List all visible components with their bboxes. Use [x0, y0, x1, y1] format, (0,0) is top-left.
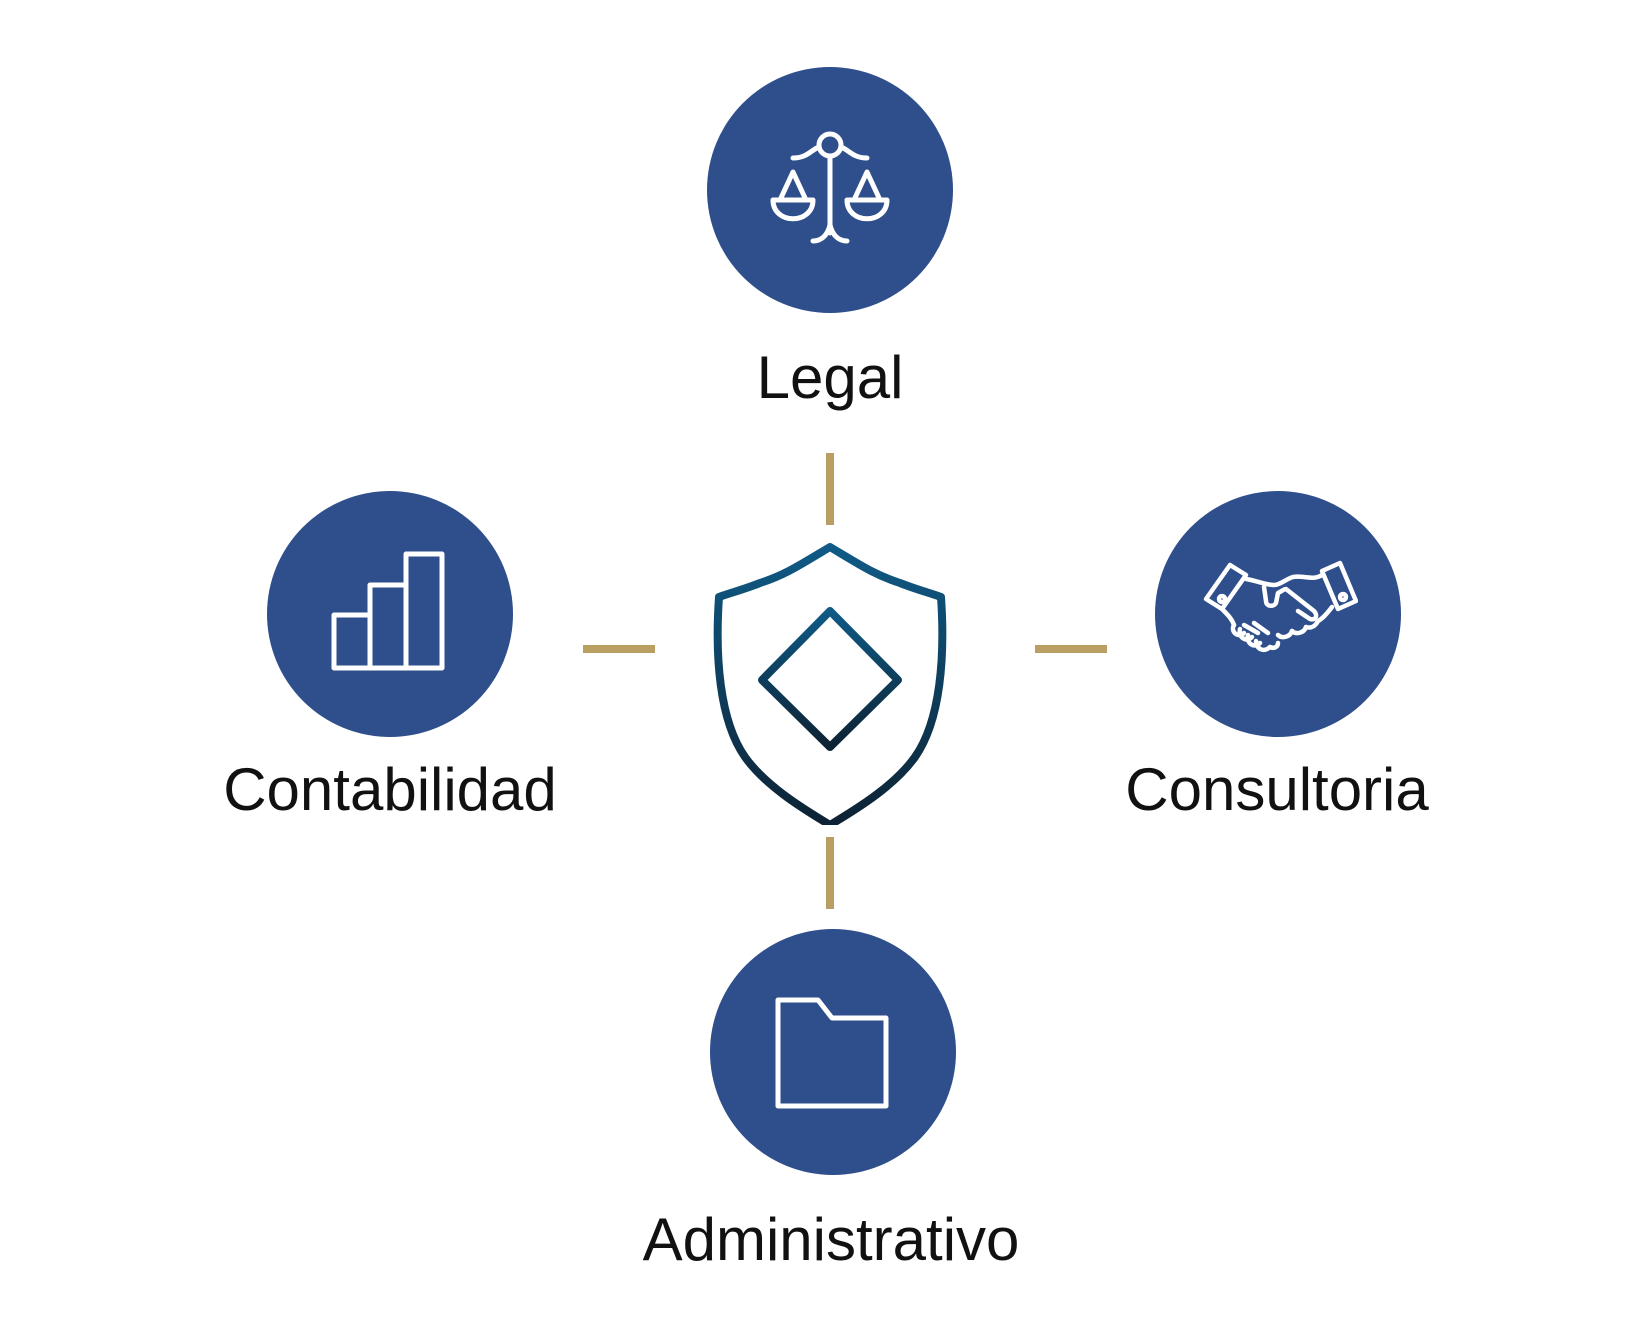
connector-bottom — [826, 837, 834, 909]
label-administrativo: Administrativo — [642, 1206, 1020, 1273]
node-consultoria — [1155, 491, 1401, 737]
connector-right — [1035, 645, 1107, 653]
node-legal — [707, 67, 953, 313]
folder-icon — [768, 992, 898, 1112]
label-consultoria: Consultoria — [1125, 756, 1429, 823]
connector-left — [583, 645, 655, 653]
node-administrativo — [710, 929, 956, 1175]
center-shield-icon — [705, 535, 955, 830]
handshake-icon — [1198, 559, 1358, 669]
scales-icon — [765, 125, 895, 255]
label-contabilidad: Contabilidad — [223, 756, 557, 823]
node-contabilidad — [267, 491, 513, 737]
connector-top — [826, 453, 834, 525]
bar-chart-icon — [325, 544, 455, 684]
label-legal: Legal — [756, 344, 904, 411]
